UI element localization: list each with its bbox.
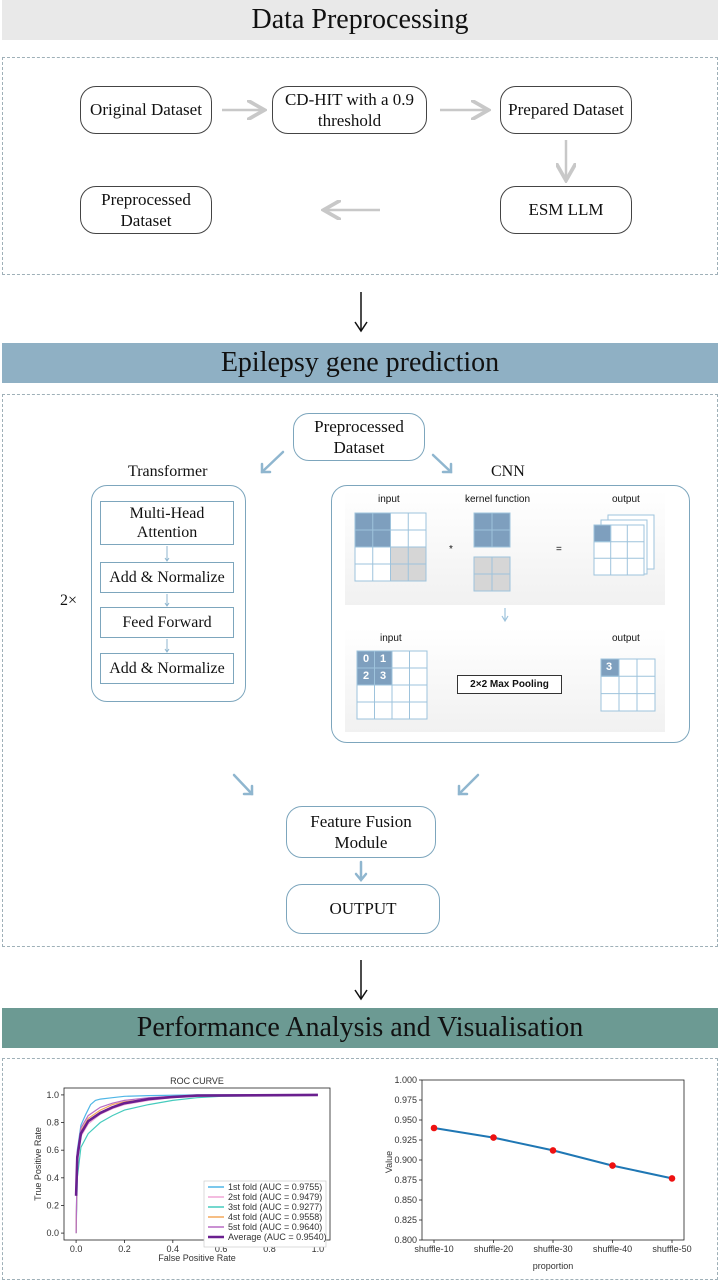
- shuffle-ytick-label: 0.975: [394, 1095, 417, 1105]
- roc-xlabel: False Positive Rate: [158, 1253, 236, 1263]
- cnn-label: CNN: [491, 463, 525, 480]
- roc-legend-label: 4st fold (AUC = 0.9558): [228, 1212, 322, 1222]
- transformer-label: Transformer: [128, 463, 208, 480]
- roc-legend-label: 3st fold (AUC = 0.9277): [228, 1202, 322, 1212]
- pool-cell-3: 3: [380, 670, 387, 682]
- node-esm-llm: ESM LLM: [500, 186, 632, 234]
- roc-series-line: [75, 1094, 318, 1234]
- preprocessing-banner: Data Preprocessing: [2, 0, 718, 40]
- pool-output-label: output: [612, 633, 640, 644]
- performance-title: Performance Analysis and Visualisation: [136, 1012, 584, 1043]
- prediction-arrows: [164, 450, 480, 882]
- shuffle-xtick-label: shuffle-50: [652, 1244, 691, 1254]
- shuffle-xlabel: proportion: [533, 1261, 574, 1271]
- shuffle-xtick-label: shuffle-40: [593, 1244, 632, 1254]
- roc-ytick-label: 0.8: [46, 1118, 59, 1128]
- roc-xtick-label: 0.2: [118, 1244, 131, 1254]
- cnn-illustration: [354, 512, 656, 720]
- pool-output-cell: 3: [606, 661, 613, 673]
- roc-ytick-label: 0.2: [46, 1200, 59, 1210]
- pool-cell-0: 0: [363, 653, 370, 665]
- prediction-title: Epilepsy gene prediction: [220, 347, 500, 378]
- shuffle-xtick-label: shuffle-20: [474, 1244, 513, 1254]
- shuffle-plot-frame: [421, 1079, 685, 1241]
- roc-legend-label: 1st fold (AUC = 0.9755): [228, 1182, 322, 1192]
- performance-panel: [2, 1058, 718, 1280]
- pool-input-grid: [356, 650, 428, 720]
- down-arrow-2: [354, 960, 368, 1001]
- shuffle-ylabel: Value: [384, 1151, 394, 1173]
- performance-banner: Performance Analysis and Visualisation: [2, 1008, 718, 1048]
- pool-output-grid: [600, 658, 656, 712]
- shuffle-point: [490, 1134, 497, 1141]
- shuffle-ytick-label: 0.925: [394, 1135, 417, 1145]
- node-preprocessed-input: Preprocessed Dataset: [293, 413, 425, 461]
- repeat-label: 2×: [60, 592, 78, 609]
- kernel-grid-2: [473, 556, 511, 592]
- conv-output-grid: [593, 514, 655, 576]
- node-output: OUTPUT: [286, 884, 440, 934]
- roc-title: ROC CURVE: [170, 1076, 224, 1086]
- transformer-container: [91, 485, 246, 702]
- node-original-dataset: Original Dataset: [80, 86, 212, 134]
- prediction-panel: [2, 394, 718, 947]
- shuffle-ytick-label: 0.875: [394, 1175, 417, 1185]
- roc-legend-label: 5st fold (AUC = 0.9640): [228, 1222, 322, 1232]
- transformer-block-addnorm-1: Add & Normalize: [100, 562, 234, 593]
- preprocessing-title: Data Preprocessing: [251, 4, 469, 35]
- roc-ytick-label: 0.4: [46, 1173, 59, 1183]
- shuffle-ytick-label: 0.950: [394, 1115, 417, 1125]
- roc-chart: ROC CURVE 0.0 0.2 0.4 0.6 0.8 1.0 0.0 0.2 0.4 0.…: [33, 1076, 331, 1263]
- roc-xtick-label: 0.4: [167, 1244, 180, 1254]
- roc-legend-label: Average (AUC = 0.9540): [228, 1232, 327, 1242]
- shuffle-ytick-label: 0.800: [394, 1235, 417, 1245]
- shuffle-ytick-label: 1.000: [394, 1075, 417, 1085]
- transformer-block-addnorm-2: Add & Normalize: [100, 653, 234, 684]
- preprocessing-arrows: [222, 0, 720, 290]
- pool-cell-2: 2: [363, 670, 370, 682]
- conv-times-symbol: *: [449, 544, 453, 555]
- shuffle-ytick-label: 0.825: [394, 1215, 417, 1225]
- conv-kernel-label: kernel function: [465, 494, 531, 505]
- shuffle-xtick-label: shuffle-10: [414, 1244, 453, 1254]
- roc-ylabel: True Positive Rate: [33, 1127, 43, 1201]
- kernel-grid-1: [473, 512, 511, 548]
- pool-input-label: input: [380, 633, 402, 644]
- down-arrow-1: [354, 292, 368, 333]
- conv-output-label: output: [612, 494, 640, 505]
- pool-cell-1: 1: [380, 653, 387, 665]
- roc-ytick-label: 0.6: [46, 1145, 59, 1155]
- shuffle-point: [430, 1124, 438, 1132]
- roc-legend-label: 2st fold (AUC = 0.9479): [228, 1192, 322, 1202]
- roc-xtick-label: 0.6: [215, 1244, 228, 1254]
- transformer-block-feedforward: Feed Forward: [100, 607, 234, 638]
- cnn-container: [331, 485, 690, 743]
- node-cdhit: CD-HIT with a 0.9 threshold: [272, 86, 427, 134]
- node-feature-fusion: Feature Fusion Module: [286, 806, 436, 858]
- shuffle-xtick-label: shuffle-30: [533, 1244, 572, 1254]
- roc-ytick-label: 0.0: [46, 1228, 59, 1238]
- pool-op-label: 2×2 Max Pooling: [457, 675, 562, 694]
- prediction-banner: Epilepsy gene prediction: [2, 343, 718, 383]
- shuffle-point: [549, 1147, 557, 1154]
- shuffle-point: [668, 1175, 676, 1182]
- roc-plot-frame: [63, 1087, 331, 1241]
- transformer-block-attention: Multi-Head Attention: [100, 501, 234, 545]
- shuffle-chart: 0.800 0.825 0.850 0.875 0.900 0.925 0.950 0.975…: [384, 1075, 692, 1271]
- node-prepared-dataset: Prepared Dataset: [500, 86, 632, 134]
- shuffle-ytick-label: 0.900: [394, 1155, 417, 1165]
- shuffle-ytick-label: 0.850: [394, 1195, 417, 1205]
- roc-ytick-label: 1.0: [46, 1090, 59, 1100]
- conv-equals-symbol: =: [556, 544, 562, 555]
- roc-series-line: [74, 1093, 318, 1196]
- conv-input-grid: [354, 512, 427, 582]
- node-preprocessed-dataset: Preprocessed Dataset: [80, 186, 212, 234]
- roc-xtick-label: 0.8: [263, 1244, 276, 1254]
- roc-xtick-label: 1.0: [312, 1244, 325, 1254]
- shuffle-point: [609, 1162, 616, 1169]
- conv-input-label: input: [378, 494, 400, 505]
- roc-legend-box: [203, 1180, 327, 1248]
- roc-xtick-label: 0.0: [70, 1244, 83, 1254]
- preprocessing-panel: [2, 57, 718, 275]
